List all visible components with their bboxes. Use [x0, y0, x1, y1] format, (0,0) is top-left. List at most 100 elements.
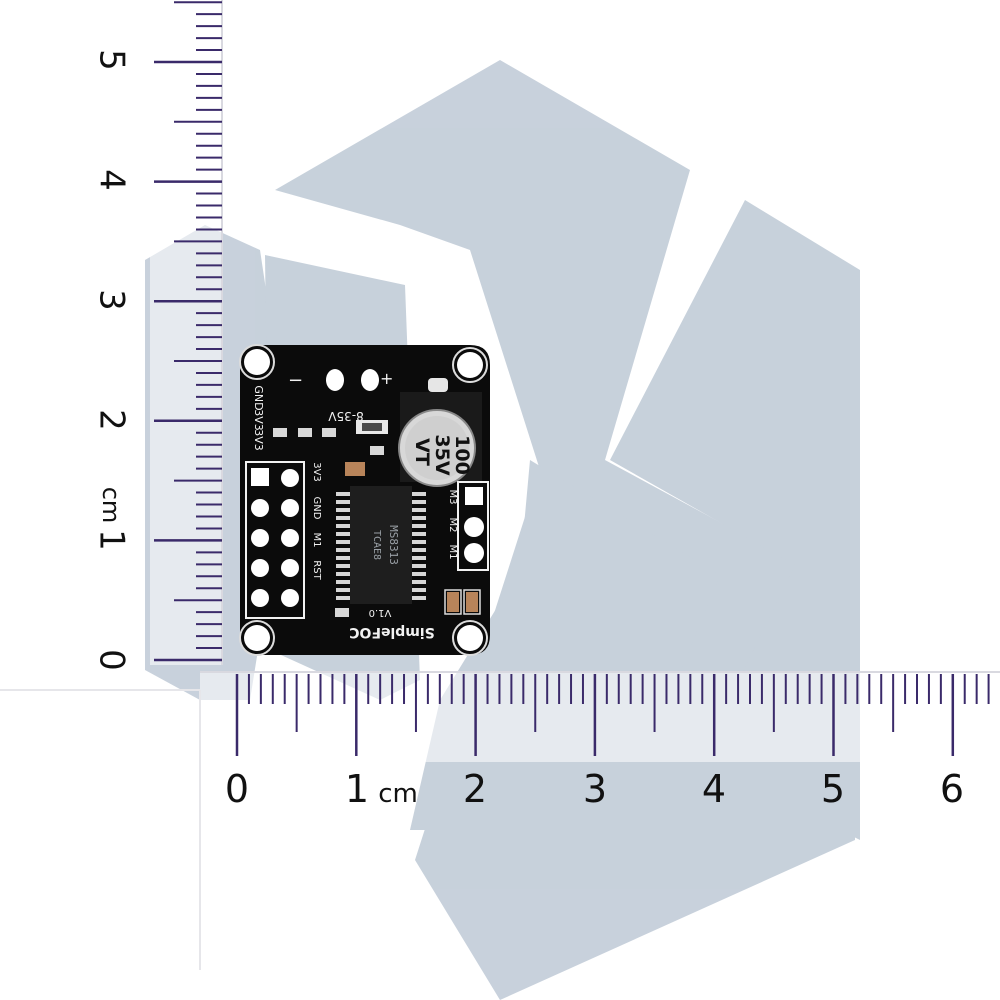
power-minus-label: −: [288, 370, 303, 391]
header-label-gnd: GND: [311, 497, 322, 520]
mount-hole-bottom-left: [244, 625, 270, 651]
vertical-label-4: 4: [92, 169, 132, 191]
brand-label: SimpleFOC: [349, 624, 435, 640]
header-label-3v3: 3V3: [311, 462, 322, 482]
header-pin-hole: [251, 559, 269, 577]
power-plus-label: +: [380, 369, 393, 388]
chip-pin: [336, 548, 352, 552]
chip-model: MS8313: [387, 525, 400, 565]
header-label-m1: M1: [311, 533, 322, 548]
smd-capacitor: [345, 462, 365, 476]
chip-pin: [336, 540, 352, 544]
chip-pin: [410, 548, 426, 552]
chip-pin: [410, 508, 426, 512]
vertical-label-2: 2: [92, 409, 132, 431]
chip-pin: [336, 524, 352, 528]
chip-pin: [410, 596, 426, 600]
pin-label-3v3-a: 3V3: [252, 409, 265, 431]
mount-hole-bottom-right: [457, 625, 483, 651]
header-pin-hole: [251, 589, 269, 607]
vertical-label-3: 3: [92, 289, 132, 311]
chip-pin: [336, 516, 352, 520]
motor-pad-2: [464, 517, 484, 537]
chip-pin: [336, 572, 352, 576]
mount-hole-top-left: [244, 349, 270, 375]
chip-code: TCAE8: [371, 530, 382, 560]
chip-pin: [410, 540, 426, 544]
horizontal-label-4: 4: [702, 767, 726, 811]
chip-pin: [410, 532, 426, 536]
chip-pin: [410, 516, 426, 520]
capacitor-value: 100: [451, 435, 473, 475]
capacitor-voltage: 35V: [431, 434, 453, 475]
chip-pin: [410, 580, 426, 584]
smd-led-4: [370, 446, 384, 455]
header-pin-hole: [281, 529, 299, 547]
chip-pin: [336, 508, 352, 512]
side-label-m2: M2: [447, 518, 458, 533]
smd-capacitor-2: [447, 592, 459, 612]
smd-led-1: [273, 428, 287, 437]
motor-pad-square: [465, 487, 483, 505]
header-pin-hole: [281, 589, 299, 607]
pin-label-gnd: GND: [252, 385, 265, 410]
horizontal-label-6: 6: [940, 767, 964, 811]
vertical-ruler-labels: 0 1 cm 2 3 4 5: [92, 49, 132, 671]
horizontal-label-3: 3: [583, 767, 607, 811]
smd-led-3: [322, 428, 336, 437]
chip-pin: [336, 492, 352, 496]
capacitor-series: VT: [411, 438, 433, 466]
driver-chip: MS8313 TCAE8: [336, 486, 426, 604]
chip-pin: [410, 564, 426, 568]
horizontal-ruler: 0 1 cm 2 3 4 5 6: [200, 671, 1000, 811]
chip-pin: [336, 532, 352, 536]
horizontal-label-0: 0: [225, 767, 249, 811]
chip-pin: [336, 588, 352, 592]
side-label-m3: M3: [447, 490, 458, 505]
chip-pin: [410, 492, 426, 496]
vertical-ruler: 0 1 cm 2 3 4 5: [92, 0, 223, 671]
pin-square: [251, 468, 269, 486]
horizontal-label-5: 5: [821, 767, 845, 811]
vertical-ruler-ticks: [154, 1, 222, 662]
header-pin-hole: [251, 529, 269, 547]
power-voltage-label: 8-35V: [327, 409, 363, 423]
pin-label-3v3-b: 3V3: [252, 429, 265, 451]
header-labels: 3V3 GND M1 RST: [311, 462, 322, 580]
vertical-unit-cm: cm: [97, 487, 125, 524]
vertical-label-5: 5: [92, 49, 132, 71]
top-left-pin-labels: GND 3V3 3V3: [252, 385, 265, 450]
electrolytic-capacitor: 100 35V VT: [398, 378, 482, 487]
header-pin-hole: [281, 469, 299, 487]
vertical-label-1: 1: [92, 529, 132, 551]
header-pin-hole: [281, 559, 299, 577]
smd-led-2: [298, 428, 312, 437]
motor-output-pads: M3 M2 M1: [447, 481, 489, 571]
smd-led-5: [335, 608, 349, 617]
pin-header: [245, 461, 305, 619]
driver-board: − + 8-35V GND 3V3 3V3 100 35V VT: [239, 344, 490, 656]
smd-capacitor-3: [466, 592, 478, 612]
chip-pin: [336, 556, 352, 560]
horizontal-unit-cm: cm: [378, 779, 418, 809]
version-label: V1.0: [369, 607, 392, 618]
header-pin-hole: [251, 499, 269, 517]
horizontal-ruler-labels: 0 1 cm 2 3 4 5 6: [225, 767, 964, 811]
header-label-rst: RST: [311, 560, 322, 580]
chip-pin: [410, 572, 426, 576]
mount-hole-top-right: [457, 352, 483, 378]
horizontal-label-1: 1: [345, 767, 369, 811]
chip-pin: [336, 564, 352, 568]
power-pad-minus: [326, 369, 344, 391]
motor-pad-3: [464, 543, 484, 563]
chip-pin: [410, 500, 426, 504]
chip-pin: [410, 588, 426, 592]
vertical-label-0: 0: [92, 649, 132, 671]
chip-pin: [410, 524, 426, 528]
horizontal-ruler-ticks: [235, 674, 990, 756]
horizontal-label-2: 2: [463, 767, 487, 811]
chip-pin: [336, 500, 352, 504]
chip-pin: [336, 580, 352, 584]
power-pad-plus: [361, 369, 379, 391]
